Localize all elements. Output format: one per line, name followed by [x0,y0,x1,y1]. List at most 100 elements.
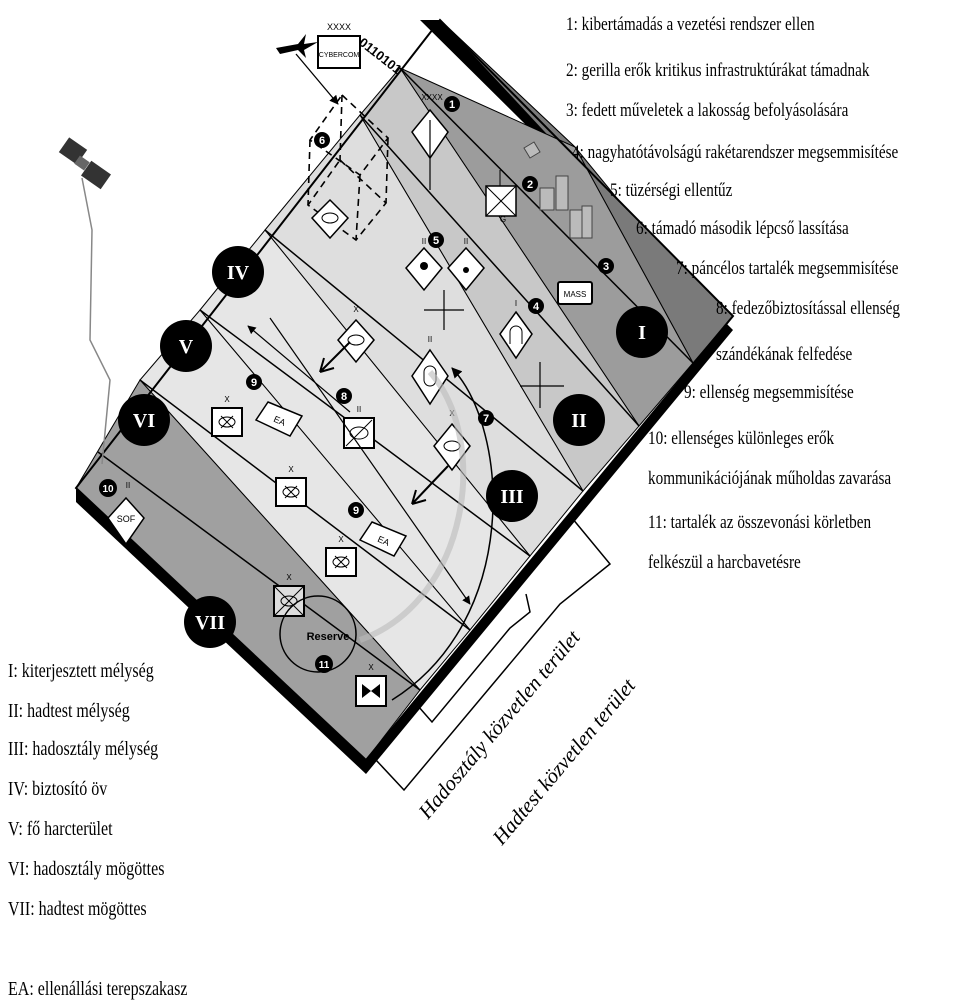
reserve-label: Reserve [307,631,350,643]
marker-11-label: 11 [319,660,330,671]
marker-5-label: 5 [433,235,439,247]
zone-numeral-vi [118,394,170,446]
mass-label: MASS [564,290,587,299]
echelon-x-label: X [368,663,374,672]
engagement-area-symbol: EA [358,521,408,557]
echelon-ii-label: II [464,237,468,246]
assembly-area-ring [279,595,357,673]
zone-numeral-vii [184,596,236,648]
covering-force-arrow [269,317,471,605]
zone-numeral-i [616,306,668,358]
marker-9 [246,374,262,390]
legend-item-8-cont: szándékának felfedése [716,344,853,365]
armor-reserve-symbol: II [411,335,449,406]
cybercom-symbol: CYBERCOM XXXX [317,22,361,69]
binary-stream: 0110101 [356,35,405,78]
echelon-xxxx-label: XXXX [327,22,351,32]
legend-item-9: 9: ellenség megsemmisítése [684,382,854,403]
legend-item-11-cont: felkészül a harcbavetésre [648,552,801,573]
marker-9b [348,502,364,518]
covering-force-symbol: II [343,405,375,449]
marker-9-label: 9 [251,377,257,389]
reserve-unit-symbol: X [355,663,387,707]
legend-item-10: 10: ellenséges különleges erők [648,428,835,449]
echelon-i-label: I [515,299,517,308]
legend-item-4: 4: nagyhatótávolságú rakétarendszer megs… [572,142,899,163]
infantry-brigade-symbol: X [325,535,357,577]
engagement-area-symbol: EA [254,401,304,437]
zone-key-iv: IV: biztosító öv [8,778,108,800]
legend-item-3: 3: fedett műveletek a lakosság befolyáso… [566,100,849,121]
division-brace [417,593,531,724]
echelon-ii-label: II [357,405,361,414]
mass-media-symbol: MASS [557,281,593,305]
zone-key-iii: III: hadosztály mélység [8,738,159,760]
legend-item-10-cont: kommunikációjának műholdas zavarása [648,468,892,489]
reserve-shadow-arc [358,370,467,643]
marker-1-label: 1 [449,99,455,111]
zone-numeral-ii-label: II [571,410,587,432]
zone-numeral-iii [486,470,538,522]
marker-7 [478,410,494,426]
division-unit-symbol [310,198,350,240]
target-cross-icon [520,362,564,408]
satellite-signal-line [81,177,111,465]
counterattack-arrow [411,465,449,505]
zone-key-i: I: kiterjesztett mélység [8,660,154,682]
guerrilla-unit-symbol: G [485,170,517,224]
aircraft-icon [276,34,318,58]
echelon-ii-label: II [422,237,426,246]
boundary-line [359,114,640,427]
marker-6-label: 6 [319,135,325,147]
echelon-x-label: X [286,573,292,582]
zone-numeral-i-label: I [638,322,646,344]
corps-brace [375,517,612,792]
counterattack-arrow [319,341,351,373]
marker-5 [428,232,444,248]
guerrilla-label: G [500,215,506,224]
artillery-symbol: II [405,237,443,292]
zone-key-vi: VI: hadosztály mögöttes [8,858,165,880]
legend-item-5: 5: tüzérségi ellentűz [610,180,733,201]
marker-9b-label: 9 [353,505,359,517]
target-cross-icon [424,290,464,330]
marker-6 [314,132,330,148]
legend-item-8: 8: fedezőbiztosítással ellenség [716,298,901,319]
marker-8-label: 8 [341,391,347,403]
echelon-x-label: X [353,305,359,314]
zone-numeral-vi-label: VI [133,410,155,432]
zone-key-ii: II: hadtest mélység [8,700,130,722]
marker-11 [315,655,333,673]
marker-8 [336,388,352,404]
marker-4-label: 4 [533,301,540,313]
second-echelon-dashed-box [306,93,390,242]
echelon-x-label: X [224,395,230,404]
echelon-xxxx-label: XXXX [421,93,443,102]
zone-key-v: V: fő harcterület [8,818,113,840]
infantry-brigade-symbol: X [211,395,243,437]
zone-key-vii: VII: hadtest mögöttes [8,898,147,920]
marker-10 [99,479,117,497]
marker-2-label: 2 [527,179,533,191]
echelon-x-label: X [338,535,344,544]
cybercom-label: CYBERCOM [319,52,360,59]
marker-4 [528,298,544,314]
infrastructure-icon [523,141,593,239]
marker-3-label: 3 [603,261,609,273]
legend-item-6: 6: támadó második lépcső lassítása [636,218,849,239]
engagement-area-label: EA [272,414,287,428]
artillery-symbol: II [447,237,485,292]
satellite-icon [58,137,111,190]
echelon-x-label: X [288,465,294,474]
zone-numeral-iii-label: III [500,486,524,508]
marker-3 [598,258,614,274]
zone-numeral-iv-label: IV [227,262,250,284]
engagement-area-label: EA [376,534,391,548]
zone-numeral-v-label: V [179,336,194,358]
hostile-command-symbol: XXXX [411,93,449,190]
withdrawal-arrow [247,325,351,413]
missile-system-symbol: I [499,299,533,360]
legend-item-7: 7: páncélos tartalék megsemmisítése [676,258,899,279]
boundary-line [97,451,421,691]
